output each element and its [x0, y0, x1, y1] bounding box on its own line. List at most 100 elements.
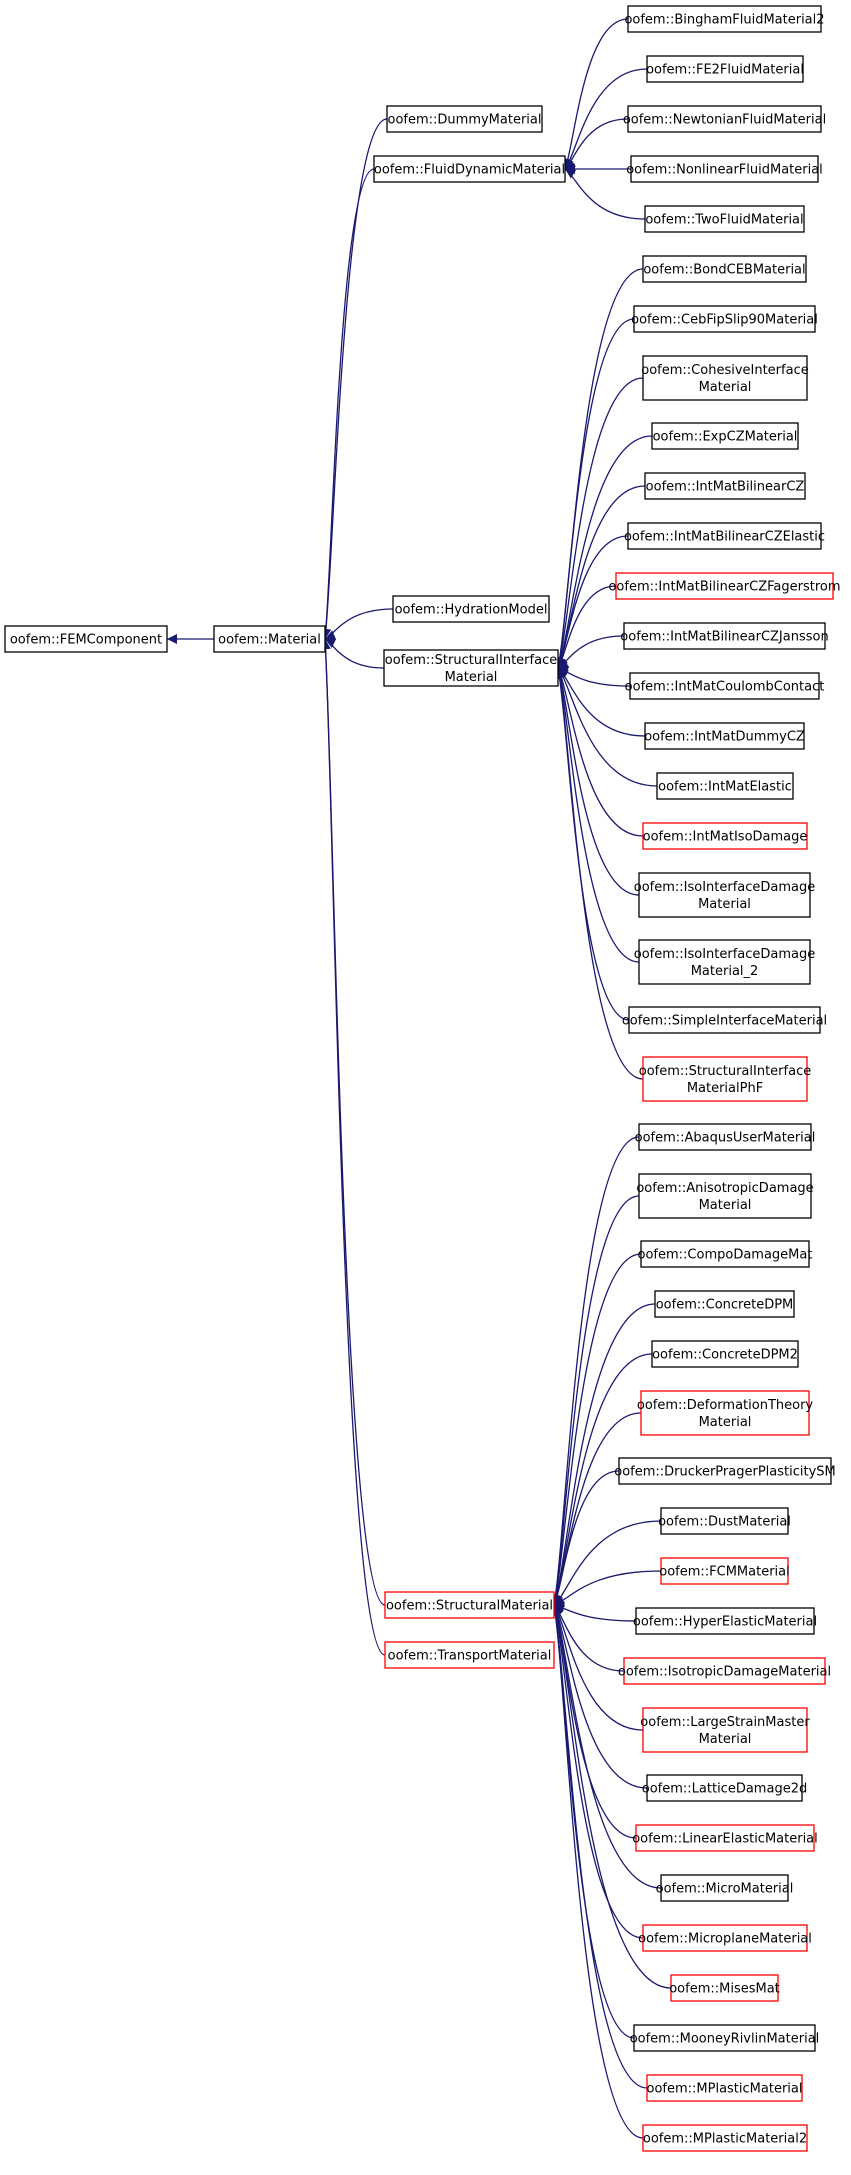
node-imbcz[interactable]: oofem::IntMatBilinearCZ [644, 472, 806, 500]
node-concretedpm[interactable]: oofem::ConcreteDPM [654, 1290, 795, 1318]
node-fe2fluid[interactable]: oofem::FE2FluidMaterial [646, 55, 804, 83]
node-bondceb[interactable]: oofem::BondCEBMaterial [642, 255, 807, 283]
node-hyperelastic[interactable]: oofem::HyperElasticMaterial [633, 1607, 817, 1635]
edge-fluiddyn-to-material [321, 168, 375, 640]
node-newtonian[interactable]: oofem::NewtonianFluidMaterial [623, 105, 826, 133]
edge-structint-to-material [324, 638, 385, 669]
node-box-abaqus [638, 1123, 812, 1151]
node-label-imcoulomb: oofem::IntMatCoulombContact [625, 680, 825, 695]
node-box-twofluid [644, 205, 805, 233]
node-abaqus[interactable]: oofem::AbaqusUserMaterial [635, 1123, 816, 1151]
node-label-fcm: oofem::FCMMaterial [659, 1565, 790, 1580]
node-isodamage[interactable]: oofem::IsotropicDamageMaterial [618, 1657, 831, 1685]
node-box-drucker [618, 1457, 832, 1485]
node-box-isodamage [623, 1657, 826, 1685]
node-label-isoint-line2: Material [698, 897, 751, 912]
edge-bingham-to-fluiddyn [564, 18, 629, 170]
node-label-imbcz: oofem::IntMatBilinearCZ [646, 480, 805, 495]
node-box-transport [384, 1641, 555, 1669]
node-label-mplastic: oofem::MPlasticMaterial [647, 2082, 803, 2097]
edge-concretedpm-to-structmat [552, 1303, 656, 1606]
node-bingham[interactable]: oofem::BinghamFluidMaterial2 [624, 5, 825, 33]
node-mplastic2[interactable]: oofem::MPlasticMaterial2 [642, 2124, 808, 2152]
node-box-structmat [384, 1591, 555, 1619]
node-mooney[interactable]: oofem::MooneyRivlinMaterial [630, 2024, 820, 2052]
node-box-structint [383, 649, 559, 687]
node-imbczj[interactable]: oofem::IntMatBilinearCZJansson [620, 622, 829, 650]
node-nonlinearfluid[interactable]: oofem::NonlinearFluidMaterial [626, 155, 823, 183]
node-label-bingham: oofem::BinghamFluidMaterial2 [624, 13, 824, 28]
node-label-femcomponent: oofem::FEMComponent [10, 633, 162, 648]
node-label-hydration: oofem::HydrationModel [395, 603, 548, 618]
node-imbczf[interactable]: oofem::IntMatBilinearCZFagerstrom [608, 572, 841, 600]
node-expcz[interactable]: oofem::ExpCZMaterial [651, 422, 799, 450]
node-imdummy[interactable]: oofem::IntMatDummyCZ [644, 722, 805, 750]
node-box-dummy [386, 105, 543, 133]
edge-isoint2-to-structint [555, 667, 640, 963]
node-fcm[interactable]: oofem::FCMMaterial [659, 1557, 790, 1585]
node-imelastic[interactable]: oofem::IntMatElastic [656, 772, 794, 800]
node-label-micro: oofem::MicroMaterial [656, 1882, 794, 1897]
edge-mplastic-to-structmat [550, 1604, 648, 2089]
node-label-hyperelastic: oofem::HyperElasticMaterial [633, 1615, 817, 1630]
node-microplane[interactable]: oofem::MicroplaneMaterial [638, 1924, 812, 1952]
node-label-isoint2-line2: Material_2 [691, 964, 759, 979]
node-box-hydration [392, 595, 550, 623]
node-twofluid[interactable]: oofem::TwoFluidMaterial [644, 205, 805, 233]
node-label-transport: oofem::TransportMaterial [388, 1649, 552, 1664]
node-box-structphf [642, 1056, 808, 1102]
node-linelastic[interactable]: oofem::LinearElasticMaterial [632, 1824, 818, 1852]
node-drucker[interactable]: oofem::DruckerPragerPlasticitySM [614, 1457, 836, 1485]
node-imbcze[interactable]: oofem::IntMatBilinearCZElastic [624, 522, 825, 550]
node-label-structmat: oofem::StructuralMaterial [386, 1599, 553, 1614]
node-label-anisodamage-line1: oofem::AnisotropicDamage [636, 1181, 813, 1196]
node-box-imbczf [615, 572, 834, 600]
node-structmat[interactable]: oofem::StructuralMaterial [384, 1591, 555, 1619]
node-transport[interactable]: oofem::TransportMaterial [384, 1641, 555, 1669]
node-femcomponent[interactable]: oofem::FEMComponent [4, 625, 168, 653]
node-fluiddyn[interactable]: oofem::FluidDynamicMaterial [373, 155, 566, 183]
node-label-fe2fluid: oofem::FE2FluidMaterial [646, 63, 804, 78]
node-label-simpleint: oofem::SimpleInterfaceMaterial [622, 1014, 827, 1029]
edge-drucker-to-structmat [553, 1470, 620, 1606]
node-box-deftheory [640, 1390, 810, 1436]
node-box-simpleint [628, 1006, 821, 1034]
node-lattice[interactable]: oofem::LatticeDamage2d [642, 1774, 807, 1802]
node-compodamage[interactable]: oofem::CompoDamageMat [638, 1240, 813, 1268]
node-imcoulomb[interactable]: oofem::IntMatCoulombContact [625, 672, 825, 700]
node-cebfip[interactable]: oofem::CebFipSlip90Material [631, 305, 818, 333]
node-mplastic[interactable]: oofem::MPlasticMaterial [646, 2074, 803, 2102]
node-label-largestrain-line1: oofem::LargeStrainMaster [640, 1715, 810, 1730]
node-box-imbcz [644, 472, 806, 500]
node-box-nonlinearfluid [630, 155, 819, 183]
node-label-mises: oofem::MisesMat [669, 1982, 780, 1997]
edge-imiso-to-structint [557, 667, 644, 837]
node-box-micro [660, 1874, 789, 1902]
node-label-expcz: oofem::ExpCZMaterial [653, 430, 798, 445]
node-label-microplane: oofem::MicroplaneMaterial [638, 1932, 812, 1947]
node-hydration[interactable]: oofem::HydrationModel [392, 595, 550, 623]
node-dummy[interactable]: oofem::DummyMaterial [386, 105, 543, 133]
edge-hydration-to-material [324, 608, 394, 640]
node-mises[interactable]: oofem::MisesMat [669, 1974, 780, 2002]
node-box-mises [670, 1974, 779, 2002]
node-label-mplastic2: oofem::MPlasticMaterial2 [643, 2132, 807, 2147]
node-simpleint[interactable]: oofem::SimpleInterfaceMaterial [622, 1006, 827, 1034]
node-material[interactable]: oofem::Material [213, 625, 326, 653]
edge-mises-to-structmat [552, 1604, 672, 1989]
node-concretedpm2[interactable]: oofem::ConcreteDPM2 [651, 1340, 799, 1368]
node-label-structphf-line1: oofem::StructuralInterface [639, 1064, 811, 1079]
node-micro[interactable]: oofem::MicroMaterial [656, 1874, 794, 1902]
node-imiso[interactable]: oofem::IntMatIsoDamage [642, 822, 808, 850]
node-dust[interactable]: oofem::DustMaterial [658, 1507, 791, 1535]
node-box-hyperelastic [635, 1607, 815, 1635]
